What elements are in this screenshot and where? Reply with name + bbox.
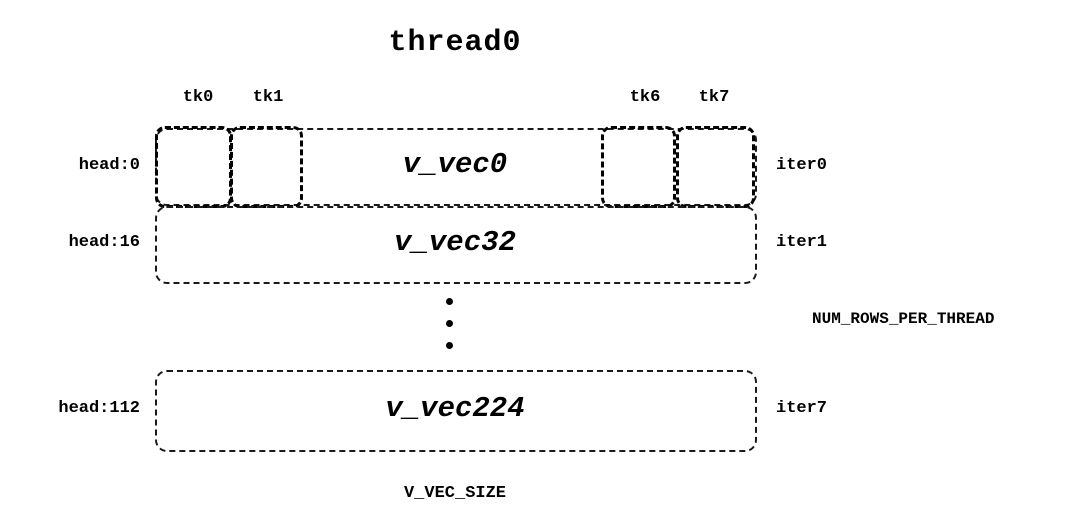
vec-label-1: v_vec32	[394, 226, 516, 259]
vec-label-0: v_vec0	[402, 148, 508, 181]
annotation-num-rows-per-thread: NUM_ROWS_PER_THREAD	[812, 310, 995, 328]
vertical-ellipsis-icon	[446, 298, 453, 349]
chunk-box-tk0	[155, 126, 232, 208]
tk-label-6: tk6	[629, 88, 661, 107]
head-label-0: head:0	[78, 156, 140, 175]
head-label-7: head:112	[58, 399, 140, 418]
ellipsis-dot	[446, 320, 453, 327]
tk-label-0: tk0	[182, 88, 214, 107]
row-box-iter7	[155, 370, 757, 452]
chunk-box-tk7	[676, 126, 755, 208]
row-box-iter1	[155, 206, 757, 284]
iter-label-1: iter1	[776, 233, 828, 252]
ellipsis-dot	[446, 298, 453, 305]
diagram-title: thread0	[388, 26, 522, 60]
tk-label-7: tk7	[698, 88, 730, 107]
tk-label-1: tk1	[252, 88, 284, 107]
iter-label-7: iter7	[776, 399, 828, 418]
chunk-box-tk6	[601, 126, 676, 208]
head-label-1: head:16	[68, 233, 140, 252]
chunk-box-tk1	[230, 126, 303, 208]
ellipsis-dot	[446, 342, 453, 349]
annotation-v-vec-size: V_VEC_SIZE	[403, 484, 507, 503]
iter-label-0: iter0	[776, 156, 828, 175]
vec-label-7: v_vec224	[385, 392, 525, 425]
